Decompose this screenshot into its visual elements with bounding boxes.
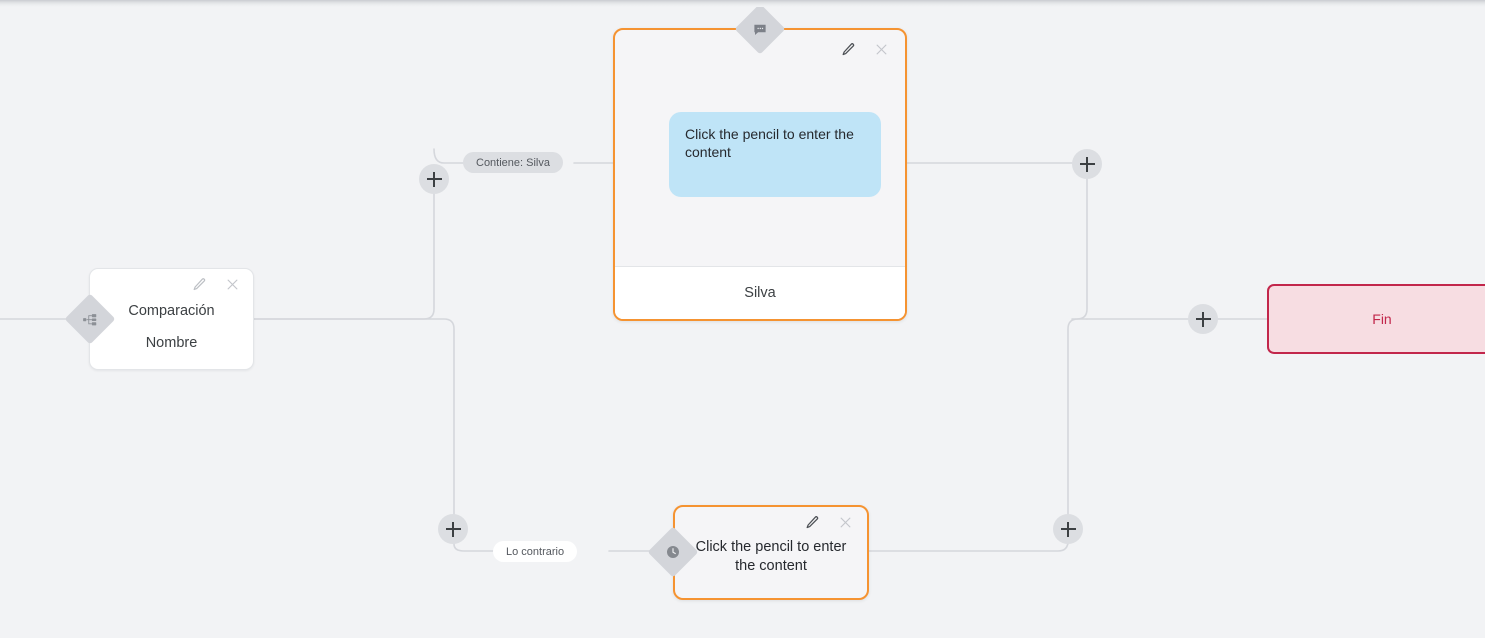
edge-label-branch-true-text: Contiene: Silva [476,156,550,169]
branch-icon [83,312,98,327]
edge-comparison-to-true-plus [253,178,435,320]
close-icon[interactable] [837,514,854,531]
close-icon[interactable] [224,276,241,293]
node-comparison-actions [191,276,241,293]
node-message-top-footer: Silva [615,266,905,319]
edge-false-plus-to-label [453,543,494,552]
edge-label-branch-false[interactable]: Lo contrario [493,541,578,562]
node-comparison-title-line2: Nombre [145,334,198,351]
node-message-top[interactable]: Click the pencil to enter the content Si… [613,28,907,321]
edge-true-plus-to-label [433,148,464,164]
node-end-label: Fin [1372,311,1392,327]
add-node-before-end[interactable] [1188,304,1218,334]
close-icon[interactable] [873,41,890,58]
edge-label-branch-false-text: Lo contrario [506,545,565,558]
clock-icon [665,544,681,560]
node-message-bottom-actions [804,514,854,531]
edge-comparison-to-false-plus [253,318,455,515]
add-node-top-right[interactable] [1072,149,1102,179]
add-node-bottom-left[interactable] [438,514,468,544]
node-comparison-title: Comparación Nombre [90,301,253,355]
node-message-bottom-text: Click the pencil to enter the content [695,539,847,575]
edge-top-plus-to-merge [1071,178,1088,320]
pencil-icon[interactable] [804,514,821,531]
node-message-bottom-handle[interactable] [647,526,699,578]
node-end[interactable]: Fin [1267,284,1485,354]
node-message-bottom[interactable]: Click the pencil to enter the content [673,505,869,600]
pencil-icon[interactable] [191,276,208,293]
message-bubble-icon [753,22,768,37]
add-node-bottom-right[interactable] [1053,514,1083,544]
node-message-top-actions [840,41,890,58]
edge-label-branch-true[interactable]: Contiene: Silva [463,152,563,173]
node-comparison-title-line1: Comparación [128,303,215,319]
node-message-top-footer-label: Silva [744,285,776,301]
node-comparison-handle[interactable] [64,293,116,345]
edge-bottom-card-to-plus [868,540,1069,552]
pencil-icon[interactable] [840,41,857,58]
message-bubble[interactable]: Click the pencil to enter the content [669,112,881,197]
edge-bottom-plus-to-merge [1067,318,1088,515]
node-message-top-handle[interactable] [734,3,786,55]
add-node-top-left[interactable] [419,164,449,194]
